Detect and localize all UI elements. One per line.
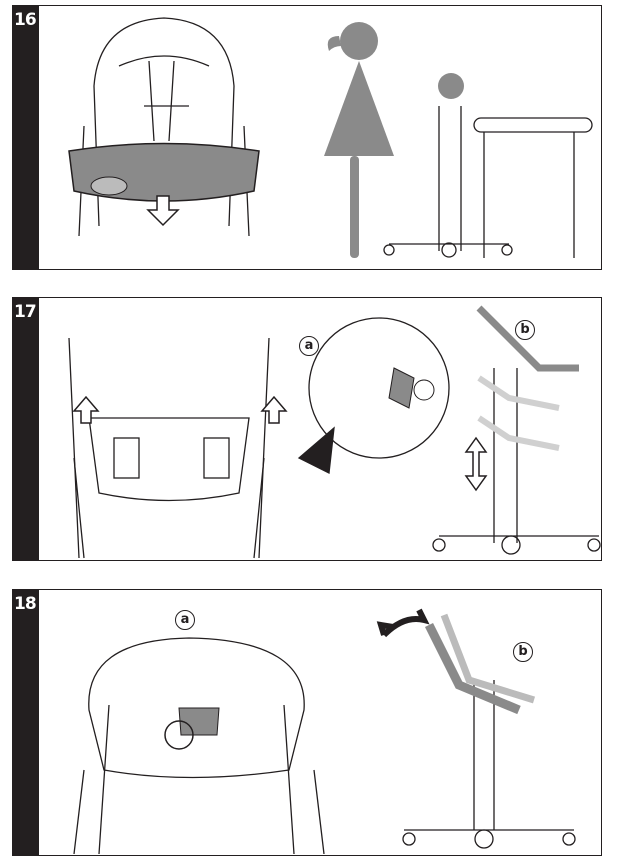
label-b: b	[515, 320, 535, 340]
step-number-strip: 18	[13, 590, 39, 855]
step-number-strip: 16	[13, 6, 39, 269]
tray-removal-illustration	[68, 17, 593, 258]
step-17-panel: 17 a b	[12, 297, 602, 561]
step-number: 17	[14, 302, 37, 322]
label-b: b	[513, 642, 533, 662]
height-adjust-illustration	[68, 305, 601, 559]
step-18-panel: 18 a b	[12, 589, 602, 856]
recline-illustration	[73, 608, 576, 854]
step-number-strip: 17	[13, 298, 39, 560]
label-a: a	[299, 336, 319, 356]
label-a: a	[175, 610, 195, 630]
step-number: 18	[14, 594, 37, 614]
step-16-panel: 16	[12, 5, 602, 270]
woman-silhouette	[324, 22, 394, 258]
step-number: 16	[14, 10, 37, 30]
